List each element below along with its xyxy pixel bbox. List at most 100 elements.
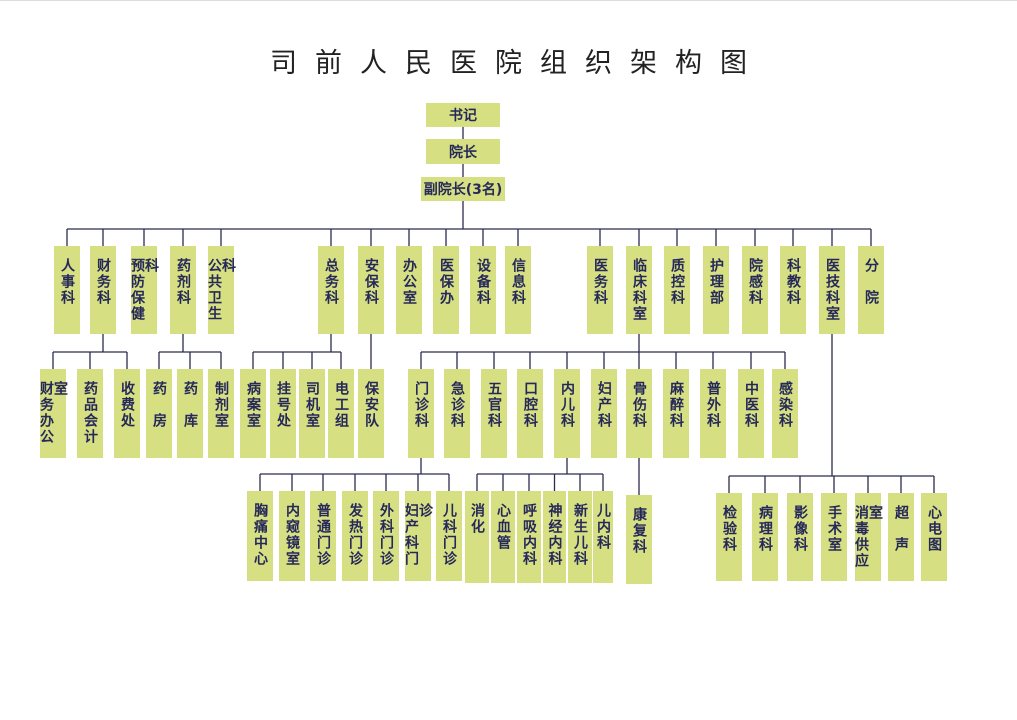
org-node-label: 消毒供应室: [853, 505, 883, 569]
org-node-label: 胸痛中心: [252, 503, 268, 567]
org-node-label: 医技科室: [824, 258, 840, 322]
org-node-label: 预防保健科: [129, 258, 159, 322]
org-node-label: 口腔科: [522, 381, 538, 429]
org-node-outpatient-units-chest-pain: 胸痛中心: [247, 491, 273, 581]
org-node-label: 院感科: [747, 258, 763, 306]
org-node-label: 制剂室: [213, 381, 229, 429]
org-node-label: 司机室: [304, 381, 320, 429]
org-node-medtech-units-operating: 手术室: [821, 493, 847, 581]
org-node-label: 五官科: [486, 381, 502, 429]
org-node-label: 妇产科门诊: [403, 503, 433, 567]
org-node-label: 药品会计: [82, 381, 98, 445]
org-node-yufang: 预防保健科: [129, 246, 159, 334]
org-node-label: 保安队: [363, 381, 379, 429]
org-node-label: 挂号处: [275, 381, 291, 429]
org-node-label: 手术室: [826, 505, 842, 553]
org-node-internal-units-neuro: 神经内科: [543, 491, 566, 583]
org-node-clinical-units-obgyn: 妇产科: [591, 369, 617, 458]
org-node-finance-units-office: 财务办公室: [38, 369, 68, 458]
org-node-outpatient-units-fever: 发热门诊: [342, 491, 368, 581]
org-node-yibao: 医保办: [433, 246, 459, 334]
org-node-label: 院长: [449, 144, 477, 161]
org-node-label: 设备科: [475, 258, 491, 306]
org-node-clinical-units-ent: 五官科: [481, 369, 507, 458]
org-node-label: 发热门诊: [347, 503, 363, 567]
org-node-finance-units-drug-accounting: 药品会计: [77, 369, 103, 458]
org-node-anbao: 安保科: [358, 246, 384, 334]
org-node-general-units-records: 病案室: [240, 369, 266, 458]
org-node-yuangan: 院感科: [742, 246, 768, 334]
org-node-label: 信息科: [510, 258, 526, 306]
org-node-medtech-units-ecg: 心电图: [921, 493, 947, 581]
org-node-label: 安保科: [363, 258, 379, 306]
org-node-internal-units-digestive: 消化: [465, 491, 489, 583]
org-node-label: 外科门诊: [378, 503, 394, 567]
org-node-label: 心血管: [495, 503, 511, 551]
org-node-internal-units-neonatal: 新生儿科: [568, 491, 592, 583]
org-node-label: 检验科: [721, 505, 737, 553]
org-node-medtech-units-sterile: 消毒供应室: [853, 493, 883, 581]
org-node-label: 影像科: [792, 505, 808, 553]
org-node-label: 普通门诊: [315, 503, 331, 567]
org-node-label: 超 声: [893, 505, 909, 553]
org-node-label: 书记: [449, 108, 477, 124]
org-node-label: 临床科室: [631, 258, 647, 322]
org-node-label: 电工组: [333, 381, 349, 429]
org-node-yiji: 医技科室: [819, 246, 845, 334]
org-node-label: 财务办公室: [38, 381, 68, 445]
org-node-orthopedic-units-rehab: 康复科: [626, 495, 652, 584]
org-node-pharmacy-units-preparation: 制剂室: [208, 369, 234, 458]
org-node-label: 药剂科: [175, 258, 191, 306]
org-node-xinxi: 信息科: [505, 246, 531, 334]
org-node-zongwu: 总务科: [318, 246, 344, 334]
org-node-label: 科教科: [785, 258, 801, 306]
org-node-label: 消化: [469, 503, 485, 535]
org-node-medtech-units-lab: 检验科: [716, 493, 742, 581]
org-node-kejiao: 科教科: [780, 246, 806, 334]
org-node-security-units-guards: 保安队: [358, 369, 384, 458]
org-node-label: 康复科: [631, 507, 647, 555]
org-node-label: 妇产科: [596, 381, 612, 429]
org-node-label: 分 院: [863, 258, 879, 306]
org-node-internal-units-cardio: 心血管: [491, 491, 515, 583]
org-node-general-units-registration: 挂号处: [270, 369, 296, 458]
org-node-label: 儿科门诊: [441, 503, 457, 567]
org-node-label: 医保办: [438, 258, 454, 306]
org-node-outpatient-units-surgical: 外科门诊: [373, 491, 399, 581]
org-node-internal-units-peds-internal: 儿内科: [593, 491, 613, 583]
org-node-shebei: 设备科: [470, 246, 496, 334]
org-node-internal-units-respiratory: 呼吸内科: [517, 491, 541, 583]
org-node-label: 感染科: [777, 381, 793, 429]
org-node-pres: 院长: [426, 139, 500, 164]
org-node-label: 麻醉科: [668, 381, 684, 429]
org-node-label: 中医科: [743, 381, 759, 429]
org-node-label: 药 房: [151, 381, 167, 429]
org-node-label: 医务科: [592, 258, 608, 306]
org-node-label: 病理科: [757, 505, 773, 553]
org-node-label: 普外科: [705, 381, 721, 429]
org-node-outpatient-units-endoscopy: 内窥镜室: [279, 491, 305, 581]
org-node-medtech-units-pathology: 病理科: [752, 493, 778, 581]
org-node-sec: 书记: [426, 103, 500, 127]
org-node-outpatient-units-obgyn: 妇产科门诊: [403, 491, 433, 581]
org-node-label: 质控科: [669, 258, 685, 306]
org-node-huli: 护理部: [703, 246, 729, 334]
org-node-label: 呼吸内科: [521, 503, 537, 567]
org-node-label: 财务科: [95, 258, 111, 306]
org-node-label: 人事科: [59, 258, 75, 306]
org-node-label: 总务科: [323, 258, 339, 306]
org-node-clinical-units-dental: 口腔科: [517, 369, 543, 458]
org-node-label: 病案室: [245, 381, 261, 429]
org-node-yiwu: 医务科: [587, 246, 613, 334]
org-node-linchuang: 临床科室: [626, 246, 652, 334]
org-node-label: 新生儿科: [572, 503, 588, 567]
org-node-gonggong: 公共卫生科: [206, 246, 236, 334]
org-node-yaoji: 药剂科: [170, 246, 196, 334]
org-node-pharmacy-units-drug-room: 药 房: [146, 369, 172, 458]
org-node-label: 内儿科: [559, 381, 575, 429]
org-node-outpatient-units-general: 普通门诊: [310, 491, 336, 581]
org-node-vp: 副院长(3名): [421, 177, 505, 201]
org-node-clinical-units-orthopedics: 骨伤科: [626, 369, 652, 458]
